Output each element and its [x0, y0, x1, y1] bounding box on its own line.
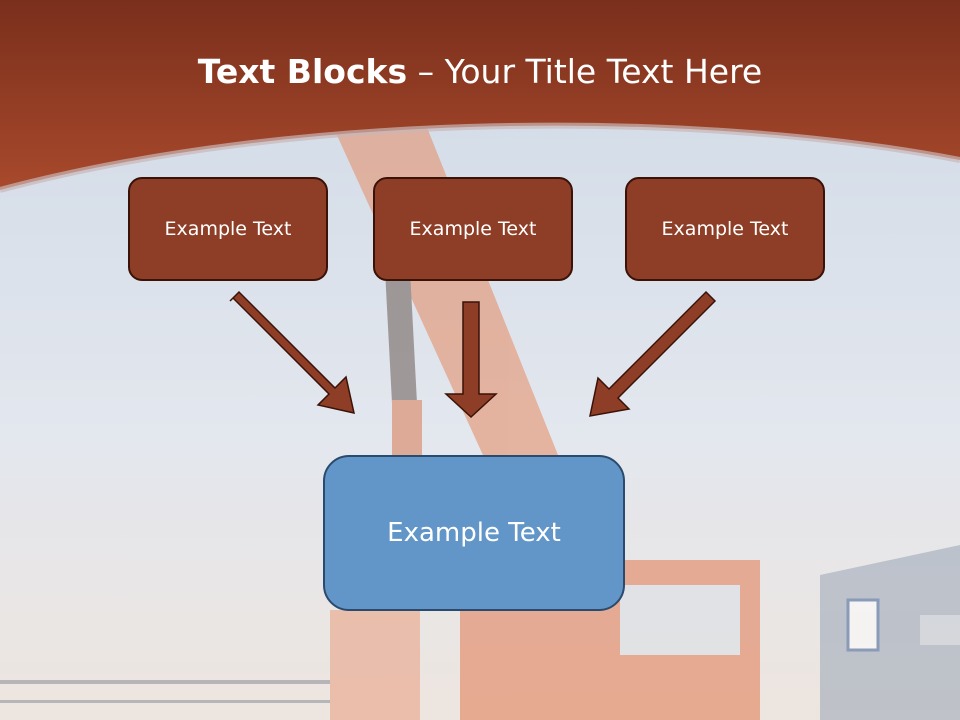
text-block-2-label: Example Text [409, 218, 537, 240]
arrow-right [589, 290, 717, 417]
text-block-3-label: Example Text [661, 218, 789, 240]
text-block-2[interactable]: Example Text [373, 177, 573, 281]
text-block-1[interactable]: Example Text [128, 177, 328, 281]
target-block[interactable]: Example Text [323, 455, 625, 611]
arrow-middle [444, 301, 498, 419]
title-rest: Your Title Text Here [444, 52, 763, 91]
text-block-1-label: Example Text [164, 218, 292, 240]
text-block-3[interactable]: Example Text [625, 177, 825, 281]
title-dash: – [407, 52, 445, 91]
slide-title: Text Blocks – Your Title Text Here [0, 52, 960, 91]
target-block-label: Example Text [387, 518, 561, 548]
arrow-left [229, 290, 355, 414]
title-bold: Text Blocks [197, 52, 408, 91]
